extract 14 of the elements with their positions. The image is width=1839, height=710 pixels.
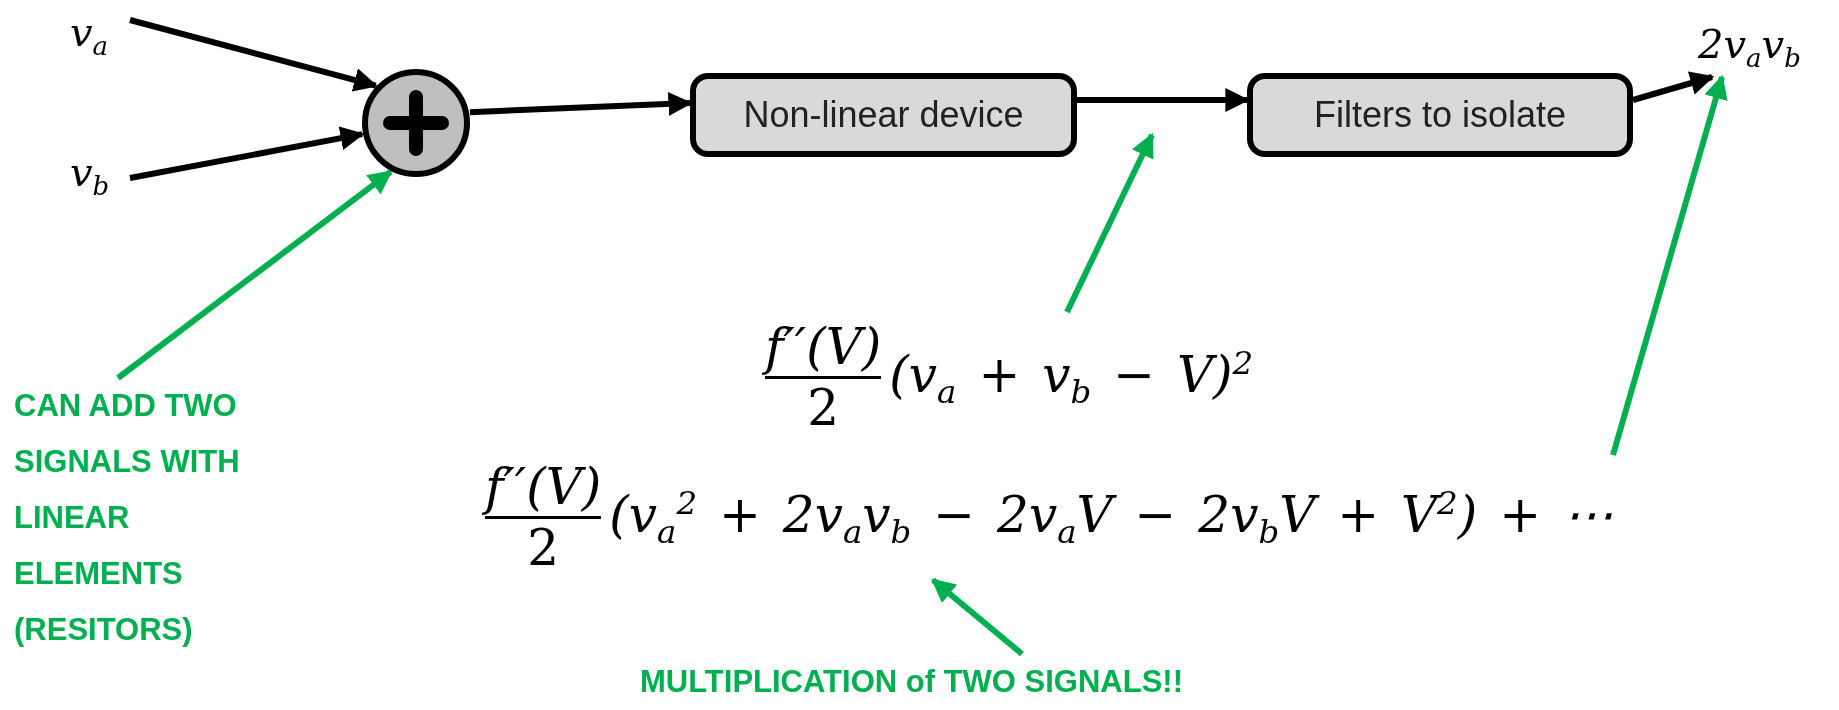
annotation-text: MULTIPLICATION of TWO SIGNALS!!: [640, 654, 1220, 706]
arrow: [129, 126, 365, 181]
leader-arrow: [1064, 132, 1155, 314]
arrow: [129, 17, 378, 92]
leader-arrow: [116, 169, 393, 381]
leader-arrow: [931, 577, 1024, 657]
output-label: 2v$_{a}$v$_{b}$: [1698, 22, 1828, 77]
process-box: Filters to isolate: [1247, 73, 1633, 157]
annotation-text: CAN ADD TWO SIGNALS WITH LINEAR ELEMENTS (RESITORS): [14, 378, 279, 708]
arrow: [1632, 71, 1715, 103]
variable-label: v$_{a}$: [70, 10, 130, 60]
leader-arrow: [1610, 74, 1728, 456]
process-box: Non-linear device: [690, 73, 1077, 157]
variable-label: v$_{b}$: [70, 150, 130, 205]
